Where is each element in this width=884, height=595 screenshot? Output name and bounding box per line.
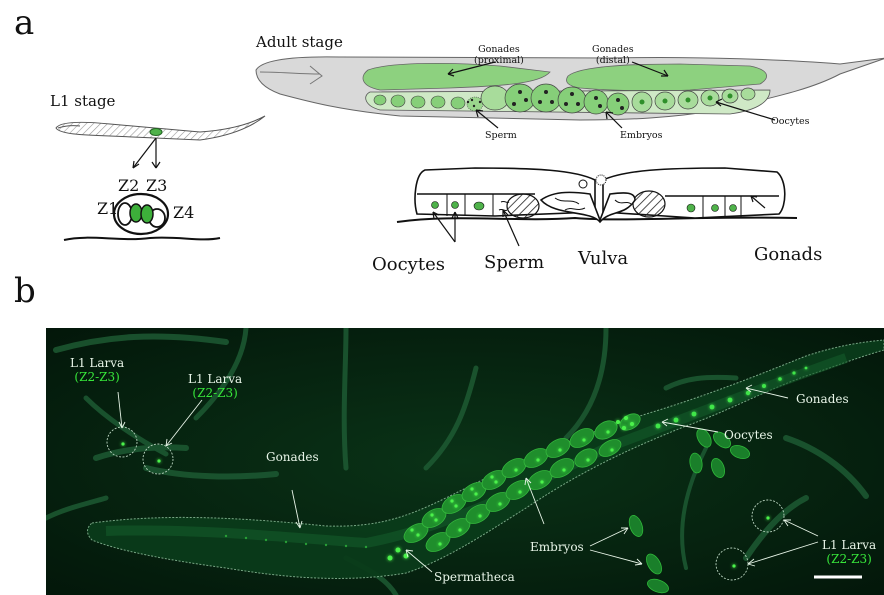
label-oocytes: Oocytes — [724, 428, 773, 442]
vulva-detail-schematic — [395, 160, 805, 260]
label-gonades-proximal: Gonades (proximal) — [474, 44, 524, 66]
label-l1-larva-1: L1 Larva (Z2-Z3) — [70, 356, 124, 384]
z2-cell — [130, 204, 142, 222]
panel-a-letter: a — [14, 6, 34, 40]
label-z2: Z2 — [118, 176, 139, 195]
l1-ground-line — [64, 238, 220, 240]
l1-larva-1-title: L1 Larva — [70, 356, 124, 370]
panel-b-letter: b — [14, 274, 36, 308]
adult-stage-schematic — [250, 40, 884, 150]
label-gonads-detail: Gonads — [754, 244, 822, 265]
label-oocytes-detail: Oocytes — [372, 254, 445, 275]
l1-larva-2-title: L1 Larva — [188, 372, 242, 386]
spermatheca-right — [633, 191, 665, 217]
label-embryos-adult: Embryos — [620, 130, 663, 141]
micrograph-drawing — [46, 328, 884, 595]
label-vulva: Vulva — [578, 248, 628, 269]
l1-stage-title: L1 stage — [50, 92, 115, 110]
label-z3: Z3 — [146, 176, 167, 195]
vulva-uterus — [541, 192, 635, 222]
arrow-oocyte-1 — [433, 212, 455, 242]
spermatheca-left — [507, 194, 539, 218]
z3-cell — [141, 205, 153, 223]
fluorescence-micrograph: L1 Larva (Z2-Z3) L1 Larva (Z2-Z3) L1 Lar… — [46, 328, 884, 595]
label-l1-larva-2: L1 Larva (Z2-Z3) — [188, 372, 242, 400]
l1-primordial-gonad — [150, 129, 162, 136]
l1-larva-2-cells: (Z2-Z3) — [188, 386, 242, 400]
l1-larva-1-cells: (Z2-Z3) — [70, 370, 124, 384]
label-oocytes-adult: Oocytes — [771, 116, 810, 127]
l1-worm-body — [56, 116, 265, 140]
l1-larva-3-title: L1 Larva — [822, 538, 876, 552]
label-sperm-detail: Sperm — [484, 252, 544, 273]
label-sperm-adult: Sperm — [485, 130, 517, 141]
label-l1-larva-3: L1 Larva (Z2-Z3) — [822, 538, 876, 566]
l1-larva-3-cells: (Z2-Z3) — [822, 552, 876, 566]
label-embryos: Embryos — [530, 540, 584, 554]
oocyte-nucleus — [432, 202, 439, 209]
label-z4: Z4 — [173, 203, 194, 222]
label-gonades-right: Gonades — [796, 392, 849, 406]
label-spermatheca: Spermatheca — [434, 570, 515, 584]
label-z1: Z1 — [97, 199, 118, 218]
label-gonades-left: Gonades — [266, 450, 319, 464]
label-gonades-distal: Gonades (distal) — [592, 44, 634, 66]
